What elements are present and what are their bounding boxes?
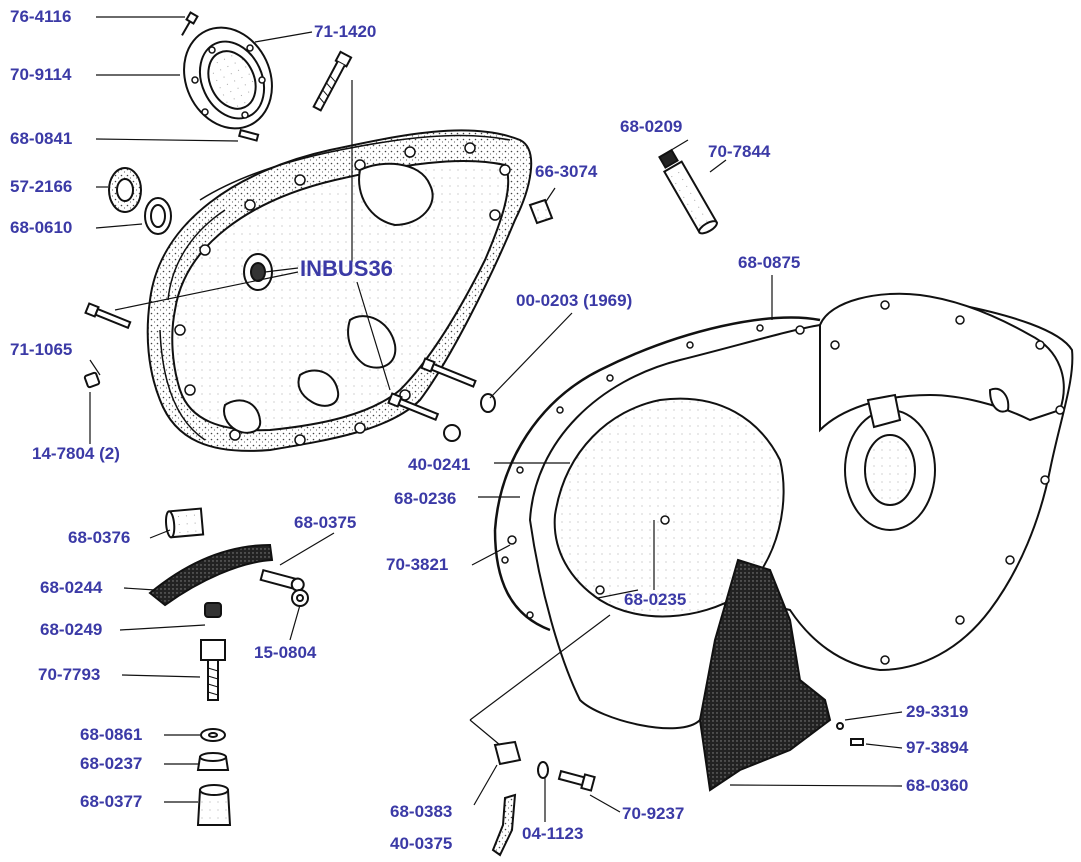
part-label: 71-1420 <box>314 22 377 41</box>
part-label: 68-0249 <box>40 620 103 639</box>
part-label-inbus: INBUS36 <box>300 256 393 281</box>
part-label: 68-0375 <box>294 513 357 532</box>
part-label: 97-3894 <box>906 738 969 757</box>
part-label: 68-0610 <box>10 218 73 237</box>
part-label: 68-0841 <box>10 129 73 148</box>
part-label: 68-0861 <box>80 725 143 744</box>
part-label: 70-7793 <box>38 665 101 684</box>
long-bolt-drawing <box>312 50 353 112</box>
part-label: 15-0804 <box>254 643 317 662</box>
sleeve-drawing <box>528 198 554 225</box>
tube-drawing <box>658 148 719 235</box>
part-label: 40-0375 <box>390 834 453 853</box>
seal-ring-drawing <box>108 11 273 235</box>
leader-lines <box>89 16 903 822</box>
part-label: 70-3821 <box>386 555 449 574</box>
part-label: 00-0203 (1969) <box>516 291 633 310</box>
lever-parts-drawing <box>491 722 864 857</box>
part-label: 68-0377 <box>80 792 143 811</box>
part-label: 68-0360 <box>906 776 969 795</box>
part-label: 68-0244 <box>40 578 103 597</box>
part-label: 04-1123 <box>522 824 584 843</box>
brake-parts-drawing <box>148 507 309 826</box>
dark-plate-drawing <box>698 558 832 792</box>
part-label: 68-0237 <box>80 754 143 773</box>
primary-cover-drawing <box>146 129 533 452</box>
part-label: 40-0241 <box>408 455 471 474</box>
part-label: 70-9237 <box>622 804 685 823</box>
part-label: 76-4116 <box>10 7 72 26</box>
part-label: 68-0383 <box>390 802 453 821</box>
part-label: 68-0209 <box>620 117 683 136</box>
part-label: 70-9114 <box>10 65 72 84</box>
cover-bolts-drawing <box>83 302 496 442</box>
part-label: 70-7844 <box>708 142 771 161</box>
part-label: 66-3074 <box>535 162 598 181</box>
part-label: 14-7804 (2) <box>32 444 120 463</box>
part-label: 68-0875 <box>738 253 801 272</box>
gasket-drawing <box>493 316 821 632</box>
inner-case-drawing <box>528 292 1074 730</box>
part-label: 57-2166 <box>10 177 73 196</box>
part-label: 71-1065 <box>10 340 73 359</box>
part-label: 68-0376 <box>68 528 131 547</box>
part-label: 29-3319 <box>906 702 969 721</box>
part-label: 68-0235 <box>624 590 687 609</box>
small-screw-drawing <box>507 535 517 545</box>
part-label: 68-0236 <box>394 489 457 508</box>
